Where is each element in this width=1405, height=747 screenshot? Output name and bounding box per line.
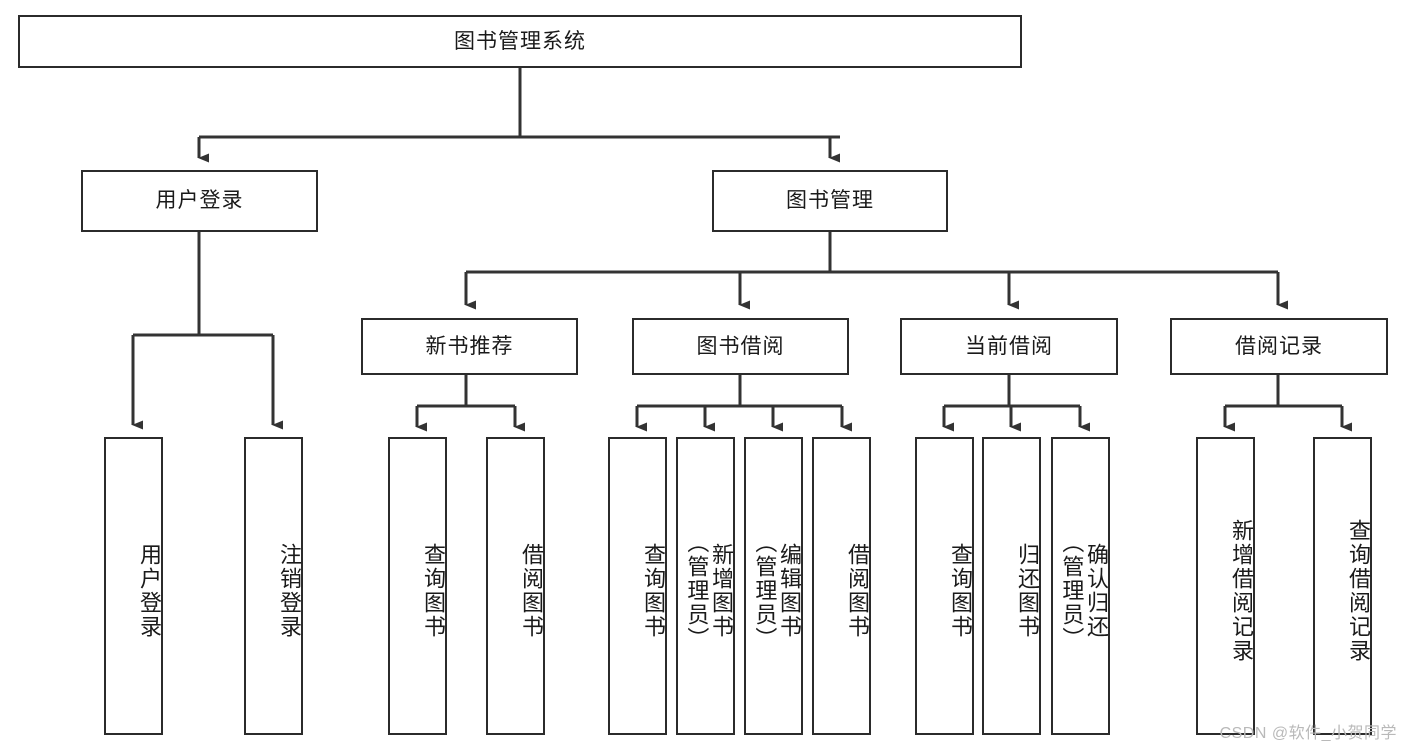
- leaf-edit-book-admin[interactable]: 编辑图书 （管理员）: [744, 437, 803, 735]
- node-current-borrow[interactable]: 当前借阅: [900, 318, 1118, 375]
- node-label: 新书推荐: [425, 334, 514, 358]
- leaf-borrow-book-recommend[interactable]: 借阅图书: [486, 437, 545, 735]
- leaf-query-book-borrow[interactable]: 查询图书: [608, 437, 667, 735]
- node-label: 确认归还 （管理员）: [1059, 531, 1109, 651]
- node-label: 借阅记录: [1235, 334, 1323, 358]
- node-label: 新增借阅记录: [1229, 519, 1254, 663]
- node-label: 当前借阅: [965, 334, 1053, 358]
- leaf-user-login[interactable]: 用户登录: [104, 437, 163, 735]
- leaf-logout[interactable]: 注销登录: [244, 437, 303, 735]
- leaf-query-book-current[interactable]: 查询图书: [915, 437, 974, 735]
- leaf-query-book-recommend[interactable]: 查询图书: [388, 437, 447, 735]
- watermark: CSDN @软件_小贺同学: [1219, 725, 1397, 742]
- node-label: 图书管理系统: [454, 29, 586, 53]
- node-borrow-record[interactable]: 借阅记录: [1170, 318, 1388, 375]
- leaf-add-book-admin[interactable]: 新增图书 （管理员）: [676, 437, 735, 735]
- node-new-book-recommend[interactable]: 新书推荐: [361, 318, 578, 375]
- leaf-return-book[interactable]: 归还图书: [982, 437, 1041, 735]
- node-label: 编辑图书 （管理员）: [752, 531, 802, 651]
- node-label: 借阅图书: [845, 543, 870, 639]
- node-book-management[interactable]: 图书管理: [712, 170, 948, 232]
- node-label: 查询图书: [948, 543, 973, 639]
- node-label: 图书管理: [786, 189, 874, 213]
- leaf-borrow-book[interactable]: 借阅图书: [812, 437, 871, 735]
- node-label: 注销登录: [277, 543, 302, 639]
- node-label: 图书借阅: [696, 334, 785, 358]
- node-label: 归还图书: [1015, 543, 1040, 639]
- node-user-login[interactable]: 用户登录: [81, 170, 318, 232]
- leaf-query-borrow-record[interactable]: 查询借阅记录: [1313, 437, 1372, 735]
- leaf-confirm-return-admin[interactable]: 确认归还 （管理员）: [1051, 437, 1110, 735]
- node-root-system[interactable]: 图书管理系统: [18, 15, 1022, 68]
- node-label: 用户登录: [155, 189, 244, 213]
- node-label: 借阅图书: [519, 543, 544, 639]
- node-label: 用户登录: [137, 543, 162, 639]
- node-label: 查询图书: [641, 543, 666, 639]
- node-label: 查询图书: [421, 543, 446, 639]
- leaf-add-borrow-record[interactable]: 新增借阅记录: [1196, 437, 1255, 735]
- node-label: 查询借阅记录: [1346, 519, 1371, 663]
- node-label: 新增图书 （管理员）: [684, 531, 734, 651]
- node-book-borrow[interactable]: 图书借阅: [632, 318, 849, 375]
